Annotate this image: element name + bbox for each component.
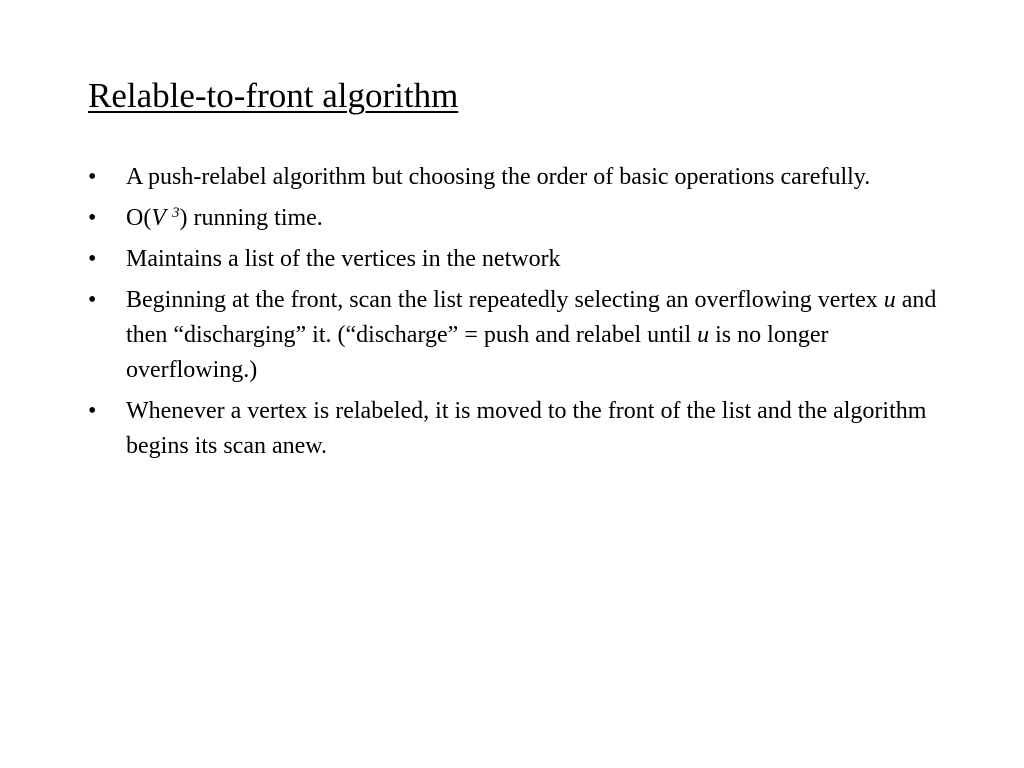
bullet-item: • O(V 3) running time.	[88, 201, 948, 236]
bullet-text: Whenever a vertex is relabeled, it is mo…	[126, 398, 927, 459]
text-part: and then “discharging” it. (“discharge” …	[126, 287, 937, 348]
variable-u: u	[883, 287, 896, 313]
bullet-text: A push-relabel algorithm but choosing th…	[126, 164, 871, 190]
bullet-item: • Whenever a vertex is relabeled, it is …	[88, 394, 948, 464]
bullet-item: • Beginning at the front, scan the list …	[88, 283, 948, 388]
bullet-marker: •	[88, 287, 97, 313]
bullet-marker: •	[88, 398, 97, 424]
bullet-item: • Maintains a list of the vertices in th…	[88, 242, 948, 277]
text-part: Beginning at the front, scan the list re…	[126, 287, 884, 313]
formula-exponent: 3	[172, 205, 180, 221]
variable-u: u	[697, 322, 710, 348]
text-after-formula: ) running time.	[179, 205, 323, 231]
bullet-list: • A push-relabel algorithm but choosing …	[88, 160, 948, 470]
text-part: is no longer overflowing.)	[126, 322, 829, 383]
bullet-text: Maintains a list of the vertices in the …	[126, 246, 561, 272]
bullet-text: O(V 3) running time.	[126, 205, 323, 231]
bullet-marker: •	[88, 205, 97, 231]
slide-title: Relable-to-front algorithm	[88, 76, 459, 115]
bullet-marker: •	[88, 246, 97, 272]
bullet-marker: •	[88, 164, 97, 190]
text-before-formula: O(	[126, 205, 152, 231]
bullet-text: Beginning at the front, scan the list re…	[126, 287, 936, 383]
formula-variable: V	[151, 205, 166, 231]
bullet-item: • A push-relabel algorithm but choosing …	[88, 160, 948, 195]
